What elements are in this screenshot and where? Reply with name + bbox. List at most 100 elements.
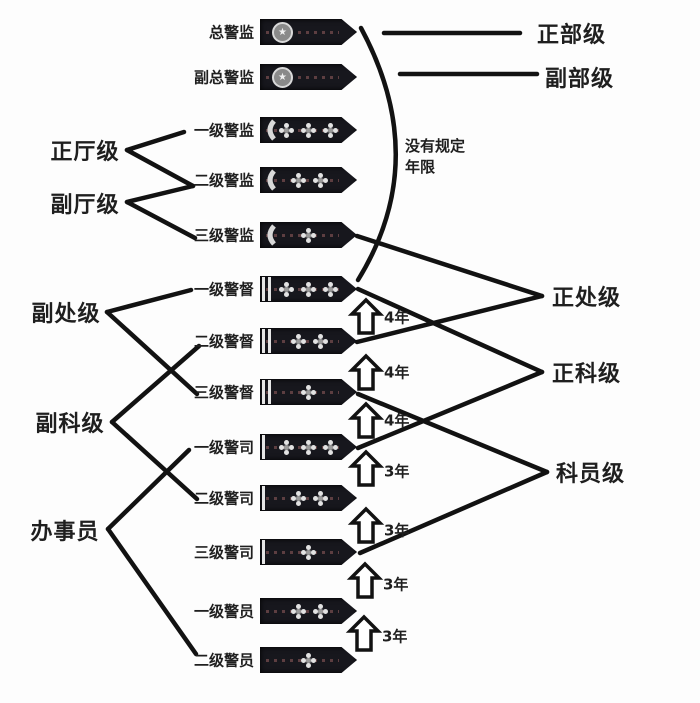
shoulder-board-insignia [260,598,357,624]
four-petal-star-icon [328,444,333,450]
chevron-wreath-icon [267,224,276,246]
connector-line [354,293,545,345]
rank-label: 总警监 [208,23,254,42]
four-petal-star-icon [306,127,311,133]
promotion-years-label: 3年 [382,627,408,646]
rank-label: 三级警监 [193,226,254,245]
rank-stripe-bar-icon [268,329,271,353]
rank-stripe-bar-icon [262,435,265,459]
four-petal-star-icon [306,286,311,292]
grade-label-right: 副部级 [545,67,615,92]
rank-label: 三级警督 [193,383,254,402]
shoulder-board-insignia [260,379,357,405]
connector-line [109,343,202,425]
grade-label-left: 副科级 [35,412,105,437]
chevron-wreath-icon [267,169,276,191]
connector-line [109,419,200,502]
rank-stripe-bar-icon [268,277,271,301]
four-petal-star-icon [296,177,301,183]
four-petal-star-icon [318,608,323,614]
connector-line [357,469,550,556]
rank-stripe-bar-icon [268,380,271,404]
shoulder-board-insignia: ★ [260,19,357,45]
no-year-limit-note: 没有规定 年限 [405,136,465,178]
promotion-up-arrow-icon [345,614,383,652]
four-petal-star-icon [318,495,323,501]
connector-line [105,526,199,657]
shoulder-board-insignia [260,328,357,354]
rank-stripe-bar-icon [262,486,265,510]
four-petal-star-icon [306,389,311,395]
grade-label-left: 办事员 [30,520,100,545]
four-petal-star-icon [318,338,323,344]
rank-label: 一级警督 [193,280,254,299]
four-petal-star-icon [306,232,311,238]
shoulder-board-insignia [260,276,357,302]
connector-line [104,287,194,315]
grade-label-right: 正部级 [537,23,607,48]
promotion-up-arrow-icon [346,561,384,599]
grade-label-left: 副厅级 [50,193,120,218]
four-petal-star-icon [284,286,289,292]
connector-line [104,309,200,397]
connector-line [354,233,545,299]
rank-label: 一级警监 [193,121,254,140]
four-petal-star-icon [296,608,301,614]
promotion-years-label: 3年 [384,521,410,540]
shoulder-board-insignia [260,117,357,143]
grade-label-right: 正科级 [552,362,622,387]
note-line-1: 没有规定 [405,137,466,155]
shoulder-board-insignia [260,539,357,565]
grade-label-right: 科员级 [556,462,626,487]
rank-stripe-bar-icon [262,277,265,301]
four-petal-star-icon [296,338,301,344]
four-petal-star-icon [306,549,311,555]
wreath-star-emblem-icon: ★ [272,21,293,43]
rank-label: 二级警督 [193,332,254,351]
promotion-up-arrow-icon [347,297,385,335]
shoulder-board-insignia [260,647,357,673]
promotion-up-arrow-icon [347,353,385,391]
promotion-years-label: 3年 [383,575,409,594]
four-petal-star-icon [306,444,311,450]
rank-label: 三级警司 [193,543,254,562]
connector-line [355,286,545,375]
shoulder-board-insignia [260,167,357,193]
promotion-years-label: 3年 [384,462,410,481]
promotion-years-label: 4年 [384,411,410,430]
connector-line [124,129,187,153]
four-petal-star-icon [306,657,311,663]
four-petal-star-icon [328,286,333,292]
shoulder-board-insignia: ★ [260,64,357,90]
rank-stripe-bar-icon [262,380,265,404]
four-petal-star-icon [284,444,289,450]
rank-label: 二级警员 [193,651,254,670]
shoulder-board-insignia [260,434,357,460]
grade-label-left: 副处级 [31,302,101,327]
rank-label: 二级警司 [193,489,254,508]
four-petal-star-icon [284,127,289,133]
promotion-years-label: 4年 [384,308,410,327]
promotion-up-arrow-icon [347,449,385,487]
chevron-wreath-icon [267,119,276,141]
four-petal-star-icon [318,177,323,183]
no-year-limit-brace-curve [355,25,398,283]
rank-stripe-bar-icon [262,540,265,564]
promotion-up-arrow-icon [347,506,385,544]
promotion-years-label: 4年 [384,363,410,382]
shoulder-board-insignia [260,222,357,248]
connector-line [124,199,198,241]
grade-label-right: 正处级 [552,286,622,311]
note-line-2: 年限 [405,158,436,176]
shoulder-board-insignia [260,485,357,511]
rank-stripe-bar-icon [262,329,265,353]
rank-label: 副总警监 [193,68,254,87]
four-petal-star-icon [296,495,301,501]
connector-line [124,147,196,189]
rank-label: 一级警司 [193,438,254,457]
connector-line [105,447,192,532]
rank-label: 二级警监 [193,171,254,190]
wreath-star-emblem-icon: ★ [272,66,293,88]
